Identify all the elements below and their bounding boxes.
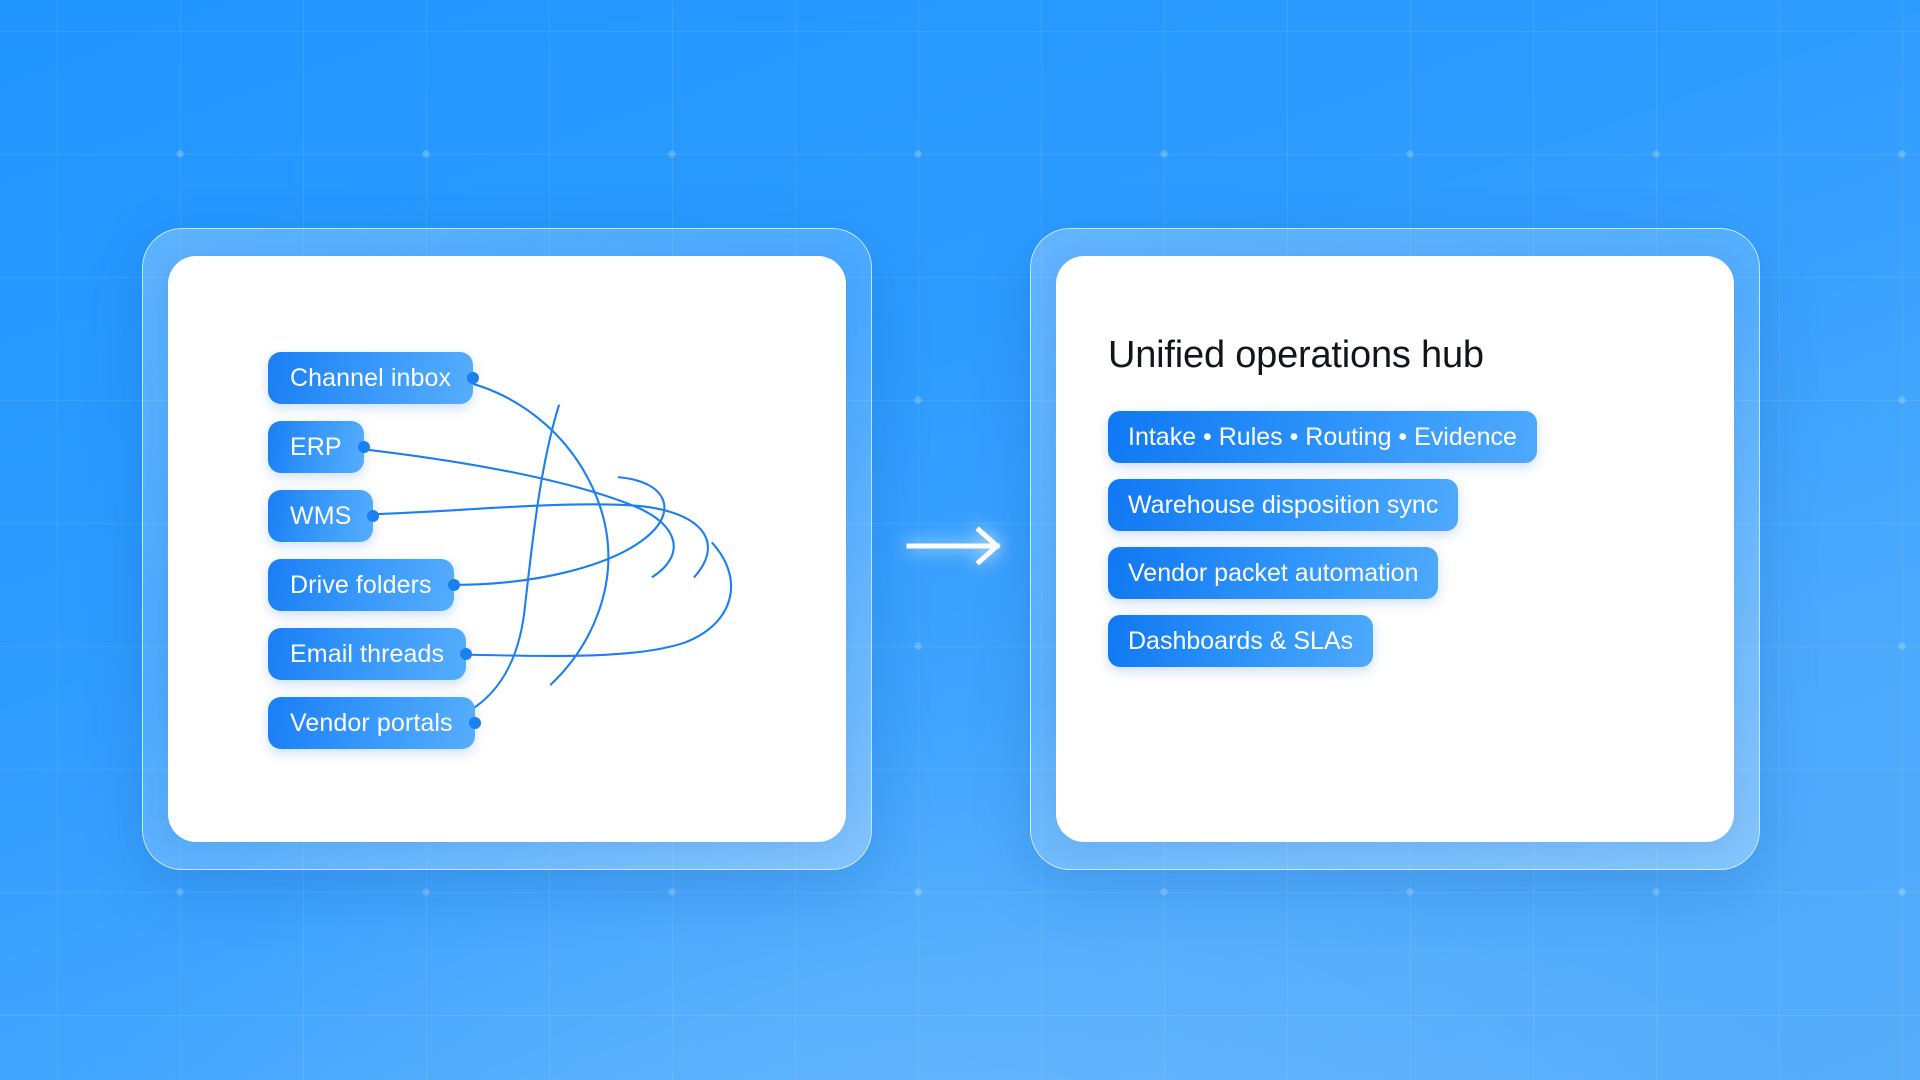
source-node-label: ERP [290,432,342,461]
hub-chip-label: Dashboards & SLAs [1128,626,1354,655]
fragmented-sources-panel: Channel inbox ERP WMS Drive folders Emai… [142,228,872,870]
hub-chip-label: Warehouse disposition sync [1128,490,1439,519]
connector-dot-icon [447,579,460,591]
hub-chip-dashboards-and-slas[interactable]: Dashboards & SLAs [1108,615,1374,667]
arrow-right-icon [906,526,1001,566]
connector-dot-icon [468,717,481,729]
hub-chip-vendor-packet-automation[interactable]: Vendor packet automation [1108,547,1439,599]
source-node-email-threads[interactable]: Email threads [268,628,473,680]
hub-chip-label: Vendor packet automation [1128,558,1419,587]
hub-chip-label: Intake • Rules • Routing • Evidence [1128,422,1517,451]
source-node-channel-inbox[interactable]: Channel inbox [268,352,480,404]
source-node-vendor-portals[interactable]: Vendor portals [268,697,481,749]
unified-hub-title: Unified operations hub [1108,334,1484,376]
source-node-label: WMS [290,501,352,530]
source-node-drive-folders[interactable]: Drive folders [268,559,460,611]
connector-dot-icon [460,648,473,660]
connector-dot-icon [357,441,370,453]
connector-dot-icon [367,510,380,522]
unified-hub-body: Unified operations hub Intake • Rules • … [1108,334,1694,667]
source-node-wms[interactable]: WMS [268,490,380,542]
source-node-label: Channel inbox [290,363,452,392]
unified-hub-chip-list: Intake • Rules • Routing • Evidence Ware… [1108,411,1694,667]
unified-hub-panel: Unified operations hub Intake • Rules • … [1030,228,1760,870]
hub-chip-intake-rules-routing-evidence[interactable]: Intake • Rules • Routing • Evidence [1108,411,1537,463]
source-node-label: Email threads [290,639,445,668]
source-node-label: Vendor portals [290,708,453,737]
hub-chip-warehouse-disposition-sync[interactable]: Warehouse disposition sync [1108,479,1459,531]
source-node-label: Drive folders [290,570,432,599]
fragmented-sources-card: Channel inbox ERP WMS Drive folders Emai… [168,256,846,842]
source-node-erp[interactable]: ERP [268,421,370,473]
unified-hub-card: Unified operations hub Intake • Rules • … [1056,256,1734,842]
source-node-list: Channel inbox ERP WMS Drive folders Emai… [268,352,481,749]
connector-dot-icon [467,372,480,384]
